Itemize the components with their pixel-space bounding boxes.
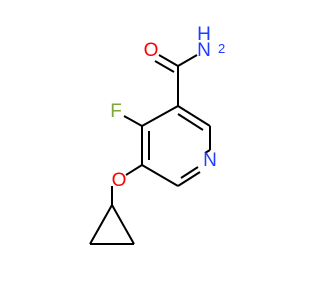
amide-h-label: H	[197, 24, 211, 45]
ring-nitrogen-label: N	[203, 150, 217, 171]
double-bond-c2-c3-inner	[177, 113, 204, 131]
bond-c5-o	[125, 164, 143, 176]
cyclopropoxy-group	[89, 164, 143, 245]
ether-oxygen-label: O	[112, 170, 127, 191]
bond-c2-c3	[177, 105, 211, 127]
bond-cyclopropyl-right	[111, 204, 135, 245]
double-bond-c6-n1-inner	[180, 166, 199, 179]
bond-n1-c2-lower	[204, 149, 211, 154]
structure-diagram: N F O O H N 2	[89, 24, 225, 245]
bond-c4-f	[123, 115, 143, 127]
bond-carbonyl-n	[177, 54, 198, 67]
bond-c3-c4	[141, 105, 179, 127]
carbonyl-oxygen-label: O	[144, 40, 159, 61]
bond-c5-c6	[141, 164, 179, 187]
bond-carbonyl-o	[158, 54, 179, 67]
bond-cyclopropyl-left	[89, 204, 113, 245]
fluorine-label: F	[110, 101, 122, 122]
bond-c6-n1	[177, 171, 201, 187]
amide-n-label: N	[197, 40, 211, 61]
amide-subscript-2: 2	[218, 41, 225, 56]
carboxamide-group	[154, 54, 198, 106]
bond-carbonyl-o-double	[154, 60, 175, 73]
pyridine-ring-bonds	[141, 105, 211, 187]
molecule-canvas: N F O O H N 2	[89, 24, 226, 245]
